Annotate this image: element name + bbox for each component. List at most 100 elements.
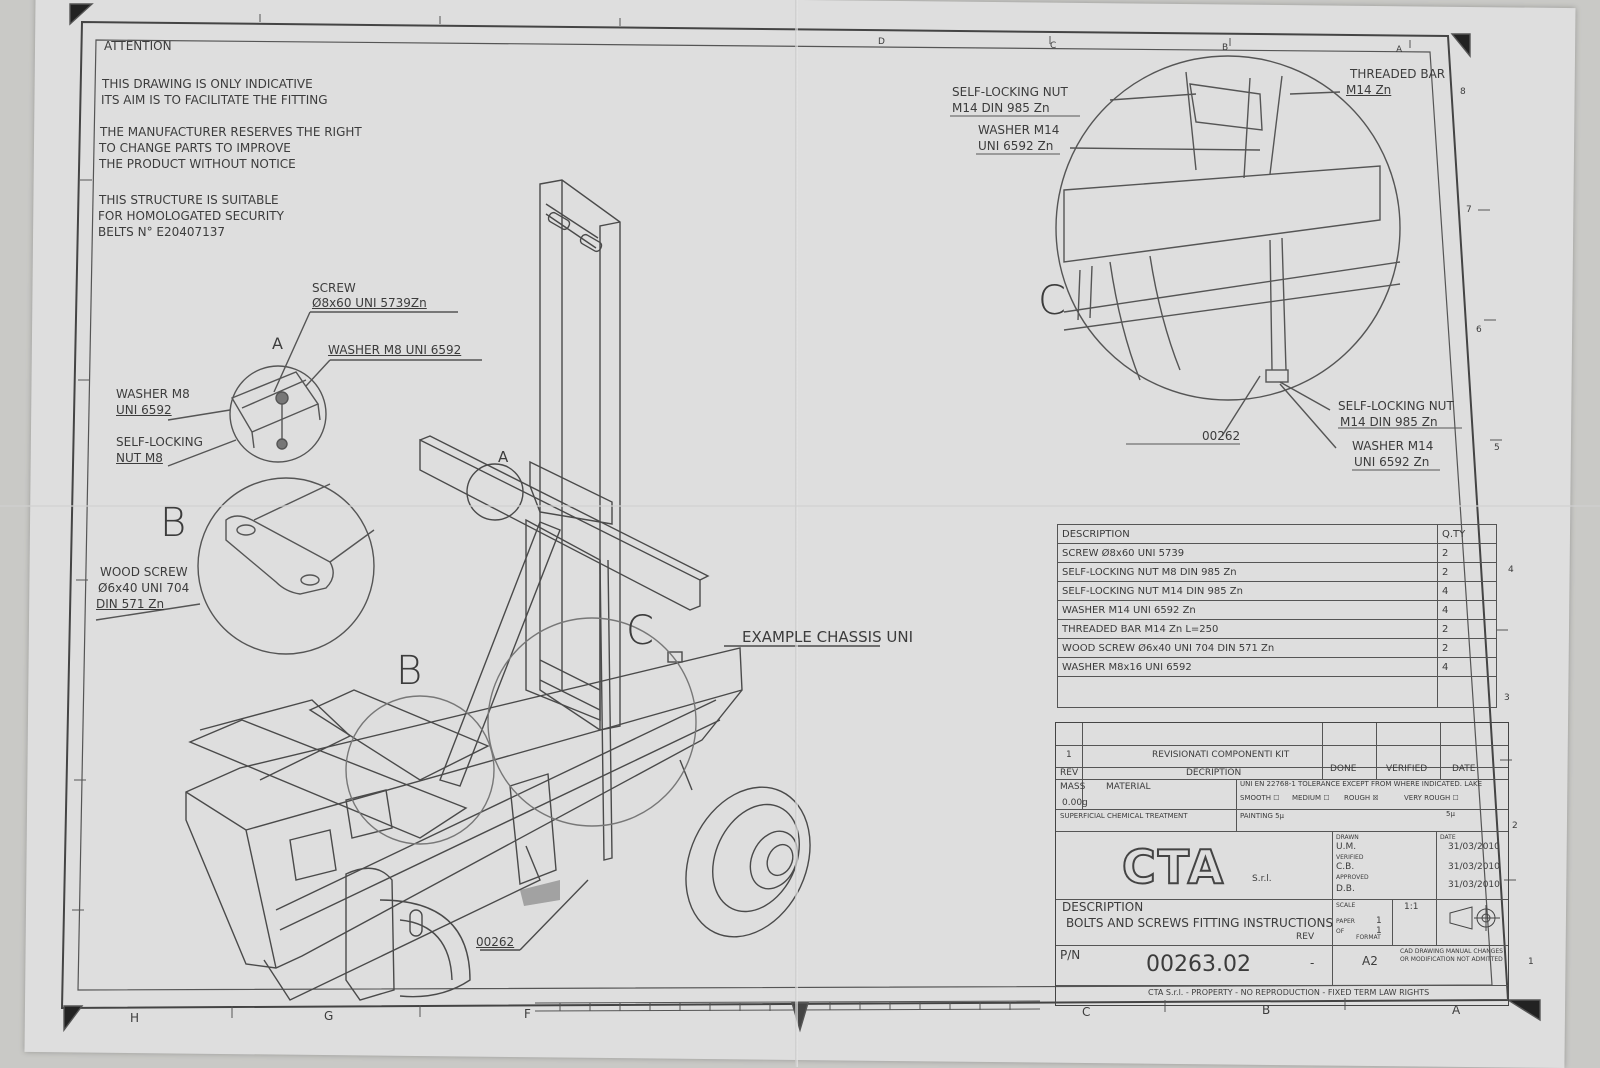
callout-nut-m14-top-spec: M14 DIN 985 Zn: [952, 101, 1050, 115]
verified-by-label: VERIFIED: [1336, 854, 1364, 861]
callout-nut-m14-bottom-spec: M14 DIN 985 Zn: [1340, 415, 1438, 429]
callout-threaded-bar-spec: M14 Zn: [1346, 83, 1392, 97]
callout-wood-screw-din: DIN 571 Zn: [96, 597, 165, 611]
detail-b-circle: [197, 477, 375, 655]
grid-number: 5: [1494, 443, 1500, 453]
scale-label: SCALE: [1336, 902, 1356, 909]
mass-value: 0.00g: [1062, 798, 1088, 808]
decription-label: DECRIPTION: [1186, 768, 1242, 778]
row-qty: 2: [1437, 638, 1497, 658]
grid-letter: G: [324, 1009, 334, 1023]
row-qty: 4: [1437, 600, 1497, 620]
callout-washer-m14-top: WASHER M14: [978, 123, 1060, 137]
date-small-label: DATE: [1440, 834, 1456, 841]
attention-line: THIS STRUCTURE IS SUITABLE: [99, 193, 279, 207]
approved-label: APPROVED: [1336, 874, 1369, 881]
grid-letter-top: D: [878, 37, 885, 47]
rev-small-label: REV: [1296, 932, 1315, 942]
detail-c-marker: C: [626, 608, 654, 654]
parts-table-header: DESCRIPTION Q.TY: [1057, 524, 1497, 544]
callout-example-chassis: EXAMPLE CHASSIS UNI: [742, 628, 913, 646]
row-qty: 2: [1437, 543, 1497, 563]
detail-b-plate: [225, 515, 334, 595]
description-value: BOLTS AND SCREWS FITTING INSTRUCTIONS: [1066, 916, 1334, 930]
grid-letter-top: B: [1222, 43, 1229, 53]
grid-letter-top: C: [1050, 41, 1057, 51]
scale-value: 1:1: [1404, 902, 1419, 912]
finish-very-rough: VERY ROUGH ☐: [1404, 794, 1459, 802]
property-footer: CTA S.r.l. - PROPERTY - NO REPRODUCTION …: [1148, 988, 1430, 997]
callout-screw-spec: Ø8x60 UNI 5739Zn: [312, 296, 427, 310]
company-suffix: S.r.l.: [1252, 874, 1272, 884]
detail-a-circle: [229, 365, 327, 463]
finish-medium: MEDIUM ☐: [1292, 794, 1330, 802]
material-label: MATERIAL: [1106, 782, 1151, 792]
attention-line: ITS AIM IS TO FACILITATE THE FITTING: [101, 93, 328, 107]
row-qty: 4: [1437, 581, 1497, 601]
paper-fold-vertical: [795, 0, 798, 1067]
tolerance-note: UNI EN 22768-1 TOLERANCE EXCEPT FROM WHE…: [1240, 780, 1483, 788]
format-value: A2: [1362, 954, 1378, 968]
grid-letter-top: A: [1396, 45, 1403, 55]
callout-wood-screw-spec: Ø6x40 UNI 704: [98, 581, 190, 595]
grid-letter: F: [524, 1007, 531, 1021]
drawn-date: 31/03/2010: [1448, 842, 1500, 852]
detail-a-marker: A: [498, 448, 509, 466]
grid-letter: H: [130, 1011, 140, 1025]
callout-part-00262: 00262: [476, 935, 515, 949]
format-label: FORMAT: [1356, 934, 1381, 941]
pn-label: P/N: [1060, 948, 1081, 962]
drawn-label: DRAWN: [1336, 834, 1359, 841]
callout-washer-m14-top-spec: UNI 6592 Zn: [978, 139, 1054, 153]
row-desc: WASHER M8x16 UNI 6592: [1057, 657, 1438, 677]
grid-number: 8: [1460, 87, 1466, 97]
description-label: DESCRIPTION: [1062, 900, 1144, 914]
grid-number: 4: [1508, 565, 1514, 575]
pn-value: 00263.02: [1146, 952, 1251, 977]
paper-fold-horizontal: [0, 505, 1600, 507]
grid-letter: B: [1262, 1003, 1271, 1017]
attention-line: TO CHANGE PARTS TO IMPROVE: [99, 141, 291, 155]
approved-date: 31/03/2010: [1448, 880, 1500, 890]
drawn-by: U.M.: [1336, 842, 1357, 852]
main-assembly: [185, 179, 880, 1001]
row-desc: WASHER M14 UNI 6592 Zn: [1057, 600, 1438, 620]
row-qty: 2: [1437, 562, 1497, 582]
callout-washer-m8: WASHER M8 UNI 6592: [328, 343, 462, 357]
row-desc: THREADED BAR M14 Zn L=250: [1057, 619, 1438, 639]
row-desc: WOOD SCREW Ø6x40 UNI 704 DIN 571 Zn: [1057, 638, 1438, 658]
date-label: DATE: [1452, 764, 1476, 774]
of-value: 1: [1376, 926, 1382, 936]
paper-label: PAPER: [1336, 918, 1355, 925]
callout-screw: SCREW: [312, 281, 356, 295]
surface-treatment: SUPERFICIAL CHEMICAL TREATMENT: [1060, 812, 1188, 820]
callout-nut-m8: SELF-LOCKING: [116, 435, 203, 449]
attention-line: FOR HOMOLOGATED SECURITY: [98, 209, 284, 223]
detail-b-marker: B: [396, 648, 423, 694]
cad-note: CAD DRAWING MANUAL CHANGES: [1400, 948, 1503, 955]
detail-c-label: C: [1038, 278, 1066, 324]
attention-line: BELTS N° E20407137: [98, 225, 226, 239]
callout-nut-m14-top: SELF-LOCKING NUT: [952, 85, 1068, 99]
rev-number: 1: [1066, 750, 1072, 760]
callout-nut-m14-bottom: SELF-LOCKING NUT: [1338, 399, 1454, 413]
company-logo: CTA: [1121, 840, 1226, 894]
attention-line: THE MANUFACTURER RESERVES THE RIGHT: [100, 125, 362, 139]
cad-note-2: OR MODIFICATION NOT ADMITTED: [1400, 956, 1503, 963]
rev-label: REV: [1060, 768, 1079, 778]
attention-heading: ATTENTION: [104, 39, 172, 53]
finish-smooth: SMOOTH ☐: [1240, 794, 1280, 802]
paper-value: 1: [1376, 916, 1382, 926]
done-label: DONE: [1330, 764, 1357, 774]
grid-letter: C: [1082, 1005, 1091, 1019]
title-block: 1 REVISIONATI COMPONENTI KIT REV DECRIPT…: [1055, 722, 1509, 1006]
row-desc: SELF-LOCKING NUT M8 DIN 985 Zn: [1057, 562, 1438, 582]
grid-number: 1: [1528, 957, 1534, 967]
